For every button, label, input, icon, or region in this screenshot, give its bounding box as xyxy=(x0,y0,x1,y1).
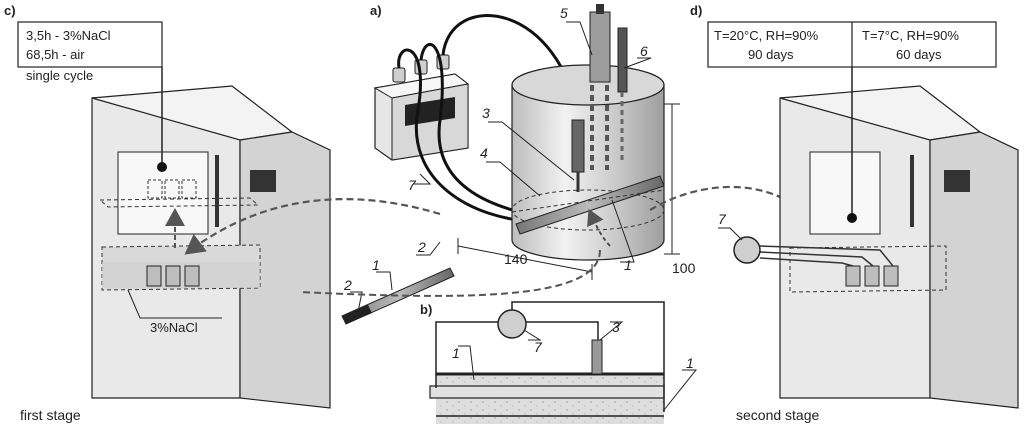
label-1-loose: 1 xyxy=(372,257,380,273)
dimension-height xyxy=(664,103,680,255)
reference-electrode-b xyxy=(591,339,603,375)
reference-electrode-3 xyxy=(571,119,585,173)
label-1-b-end: 1 xyxy=(686,355,694,371)
label-3: 3 xyxy=(482,105,490,121)
cycle-info-box xyxy=(17,21,163,68)
label-4: 4 xyxy=(480,145,488,161)
specimens-on-shelf xyxy=(147,179,197,199)
cabinet-right-panel-screen xyxy=(944,170,970,192)
concrete-cylinder xyxy=(511,84,665,261)
label-2-a: 2 xyxy=(417,239,426,255)
pointer-dot-left xyxy=(157,162,167,172)
loose-steel-bar: 2 1 xyxy=(341,257,455,325)
wires-right xyxy=(759,245,894,267)
electrode-5 xyxy=(589,11,611,83)
conditions-right-line-2: 60 days xyxy=(896,47,942,62)
cabinet-left-handle xyxy=(215,155,219,227)
panel-c-label: c) xyxy=(4,3,16,18)
panel-a: a) xyxy=(370,3,696,280)
single-cycle-label: single cycle xyxy=(26,68,93,83)
panel-d: d) 7 T=20°C, RH=90% 90 days T=7°C, RH=90… xyxy=(690,3,1019,423)
label-7-a: 7 xyxy=(408,177,417,193)
pointer-dot-right xyxy=(847,213,857,223)
panel-c: c) 3,5h - 3%NaCl 68,5 xyxy=(4,3,331,423)
specimens-right xyxy=(845,265,899,287)
second-stage-label: second stage xyxy=(736,407,819,423)
panel-b: b) 7 3 1 1 xyxy=(420,301,698,424)
cabinet-right-handle xyxy=(910,155,914,227)
arrow-return-path xyxy=(299,249,601,297)
panel-a-label: a) xyxy=(370,3,382,18)
circuit-wire xyxy=(435,321,498,388)
dimension-length xyxy=(457,238,593,280)
label-7-b: 7 xyxy=(534,339,543,355)
conditions-right-line-1: T=7°C, RH=90% xyxy=(862,28,959,43)
cabinet-right-door xyxy=(929,131,1019,409)
steel-bar-section xyxy=(429,385,665,399)
label-5: 5 xyxy=(560,5,568,21)
electrode-6 xyxy=(617,27,628,93)
steel-bar-in-cylinder xyxy=(515,175,665,235)
cycle-line-2: 68,5h - air xyxy=(26,47,85,62)
panel-d-label: d) xyxy=(690,3,702,18)
conditions-left-line-2: 90 days xyxy=(748,47,794,62)
dimension-length-label: 140 xyxy=(504,251,528,267)
specimens-in-solution xyxy=(146,265,200,287)
label-1-b: 1 xyxy=(452,345,460,361)
cabinet-left-panel-screen xyxy=(250,170,276,192)
label-1-a: 1 xyxy=(624,257,632,273)
cabinet-right-window xyxy=(809,151,881,235)
panel-b-label: b) xyxy=(420,302,432,317)
arrow-to-first-stage xyxy=(184,198,441,255)
cabinet-left-shelf xyxy=(98,197,260,208)
first-stage-label: first stage xyxy=(20,407,81,423)
dimension-height-label: 100 xyxy=(672,260,696,276)
label-3-b: 3 xyxy=(612,319,620,335)
label-2-loose: 2 xyxy=(343,277,352,293)
cycle-line-1: 3,5h - 3%NaCl xyxy=(26,28,111,43)
part-labels-a xyxy=(413,21,652,263)
meter-d xyxy=(733,236,761,264)
meter-b xyxy=(497,309,527,339)
label-6: 6 xyxy=(640,43,648,59)
solution-label: 3%NaCl xyxy=(150,320,198,335)
label-7-d: 7 xyxy=(718,211,727,227)
conditions-left-line-1: T=20°C, RH=90% xyxy=(714,28,819,43)
